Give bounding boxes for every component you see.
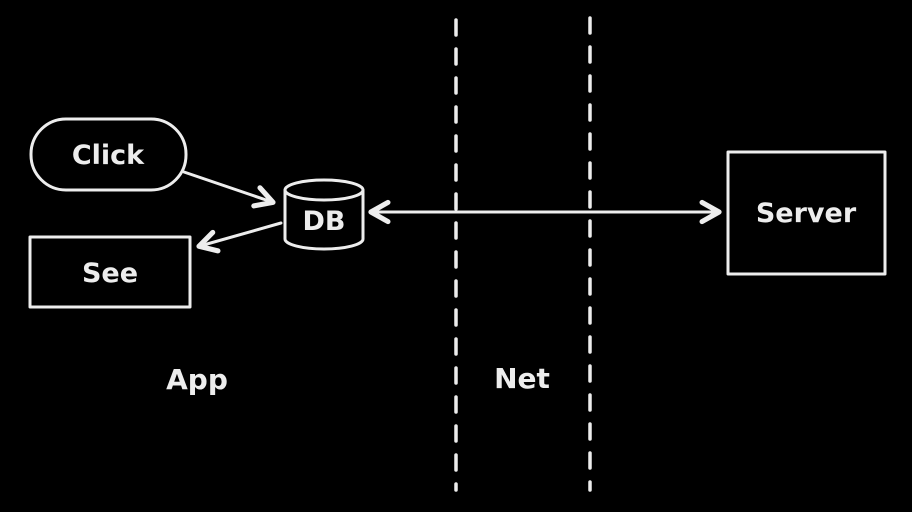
node-db-cylinder-top	[283, 178, 365, 202]
edge-click-to-db	[182, 170, 276, 209]
node-server-shape	[726, 150, 887, 276]
zone-label-app: App	[166, 363, 228, 396]
node-click-shape	[29, 117, 188, 192]
node-db: DB	[283, 178, 365, 251]
node-click: Click	[29, 117, 188, 192]
node-click-label: Click	[72, 140, 145, 171]
edge-db-to-see	[196, 221, 283, 254]
node-server-label: Server	[756, 198, 857, 229]
zone-label-net: Net	[494, 362, 550, 395]
node-db-cylinder-body	[283, 188, 365, 251]
node-server: Server	[726, 150, 887, 276]
node-db-label: DB	[303, 206, 346, 237]
node-see-label: See	[82, 258, 138, 289]
node-see: See	[28, 235, 192, 309]
node-see-shape	[28, 235, 192, 309]
